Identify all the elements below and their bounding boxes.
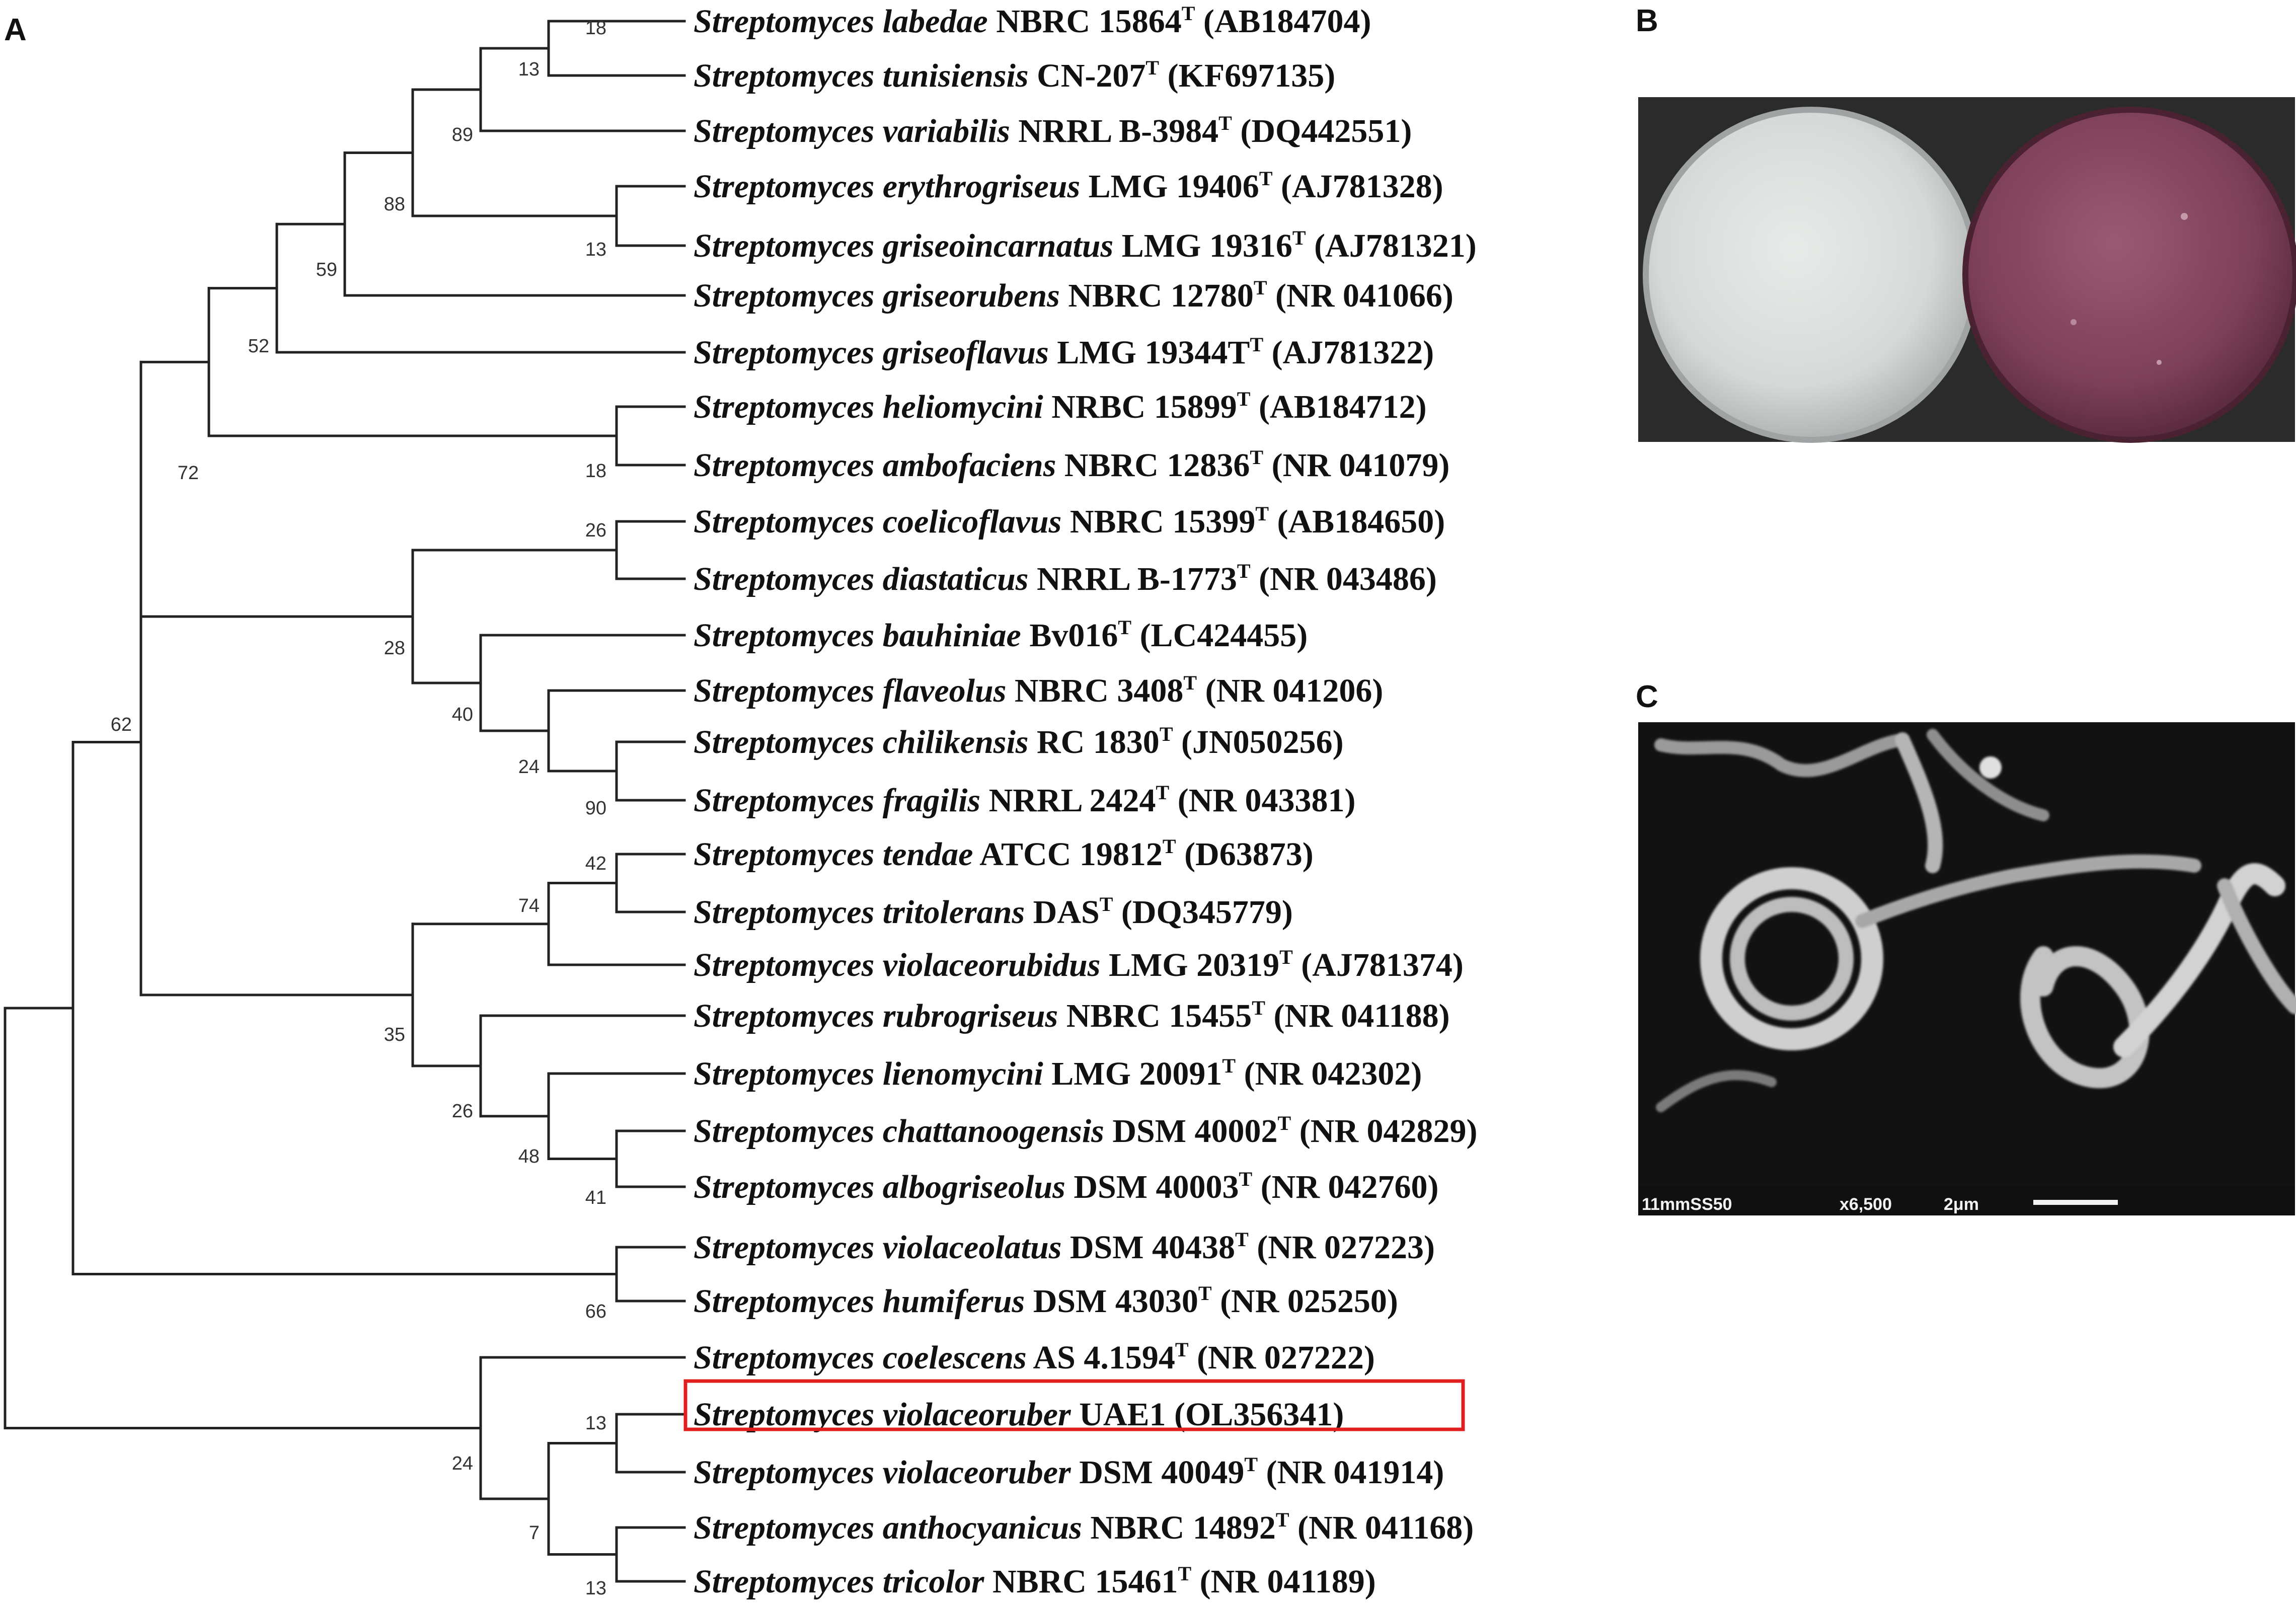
sem-scale-bar <box>2033 1200 2118 1205</box>
taxon-label: Streptomyces erythrogriseus LMG 19406T (… <box>694 167 1443 205</box>
bootstrap-value: 74 <box>518 895 540 916</box>
taxon-label: Streptomyces anthocyanicus NBRC 14892T (… <box>694 1508 1474 1546</box>
spore-coil <box>2020 946 2150 1089</box>
bootstrap-value: 13 <box>585 239 606 260</box>
taxon-label: Streptomyces fragilis NRRL 2424T (NR 043… <box>694 781 1355 819</box>
bootstrap-value: 72 <box>178 463 199 484</box>
taxon-label: Streptomyces humiferus DSM 43030T (NR 02… <box>694 1282 1398 1320</box>
bootstrap-value: 90 <box>585 798 606 819</box>
hypha <box>1895 732 1943 873</box>
sem-scale-text: 2μm <box>1944 1195 1979 1214</box>
bootstrap-value: 42 <box>585 853 606 874</box>
bootstrap-value: 13 <box>518 59 540 80</box>
taxon-label: Streptomyces tricolor NBRC 15461T (NR 04… <box>694 1562 1376 1600</box>
taxon-label: Streptomyces lienomycini LMG 20091T (NR … <box>694 1054 1422 1092</box>
photo-culture-plates <box>1638 97 2296 443</box>
plate-white-colony <box>1649 113 1973 437</box>
bootstrap-value: 26 <box>585 520 606 541</box>
spore <box>1979 756 2002 779</box>
taxon-label: Streptomyces griseorubens NBRC 12780T (N… <box>694 276 1453 314</box>
bootstrap-value: 88 <box>384 194 405 215</box>
bootstrap-values: 18 13 89 13 88 59 52 18 72 26 28 40 24 9… <box>111 18 606 1599</box>
hypha <box>2113 863 2285 1057</box>
taxon-label: Streptomyces ambofaciens NBRC 12836T (NR… <box>694 446 1449 484</box>
bootstrap-value: 18 <box>585 461 606 482</box>
bootstrap-value: 48 <box>518 1146 540 1167</box>
bootstrap-value: 59 <box>316 259 337 280</box>
bootstrap-value: 7 <box>529 1522 540 1544</box>
hypha <box>1927 729 2049 821</box>
taxon-label: Streptomyces coelicoflavus NBRC 15399T (… <box>694 502 1445 540</box>
taxon-label: Streptomyces albogriseolus DSM 40003T (N… <box>694 1168 1438 1205</box>
bootstrap-value: 24 <box>518 756 540 778</box>
spore-coil <box>1730 897 1854 1021</box>
bootstrap-value: 24 <box>452 1453 473 1474</box>
bootstrap-value: 52 <box>248 336 269 357</box>
taxon-label: Streptomyces flaveolus NBRC 3408T (NR 04… <box>694 671 1383 709</box>
taxon-label: Streptomyces violaceoruber UAE1 (OL35634… <box>694 1396 1344 1433</box>
taxon-label: Streptomyces tunisiensis CN-207T (KF6971… <box>694 56 1335 94</box>
bootstrap-value: 26 <box>452 1101 473 1122</box>
taxon-label: Streptomyces bauhiniae Bv016T (LC424455) <box>694 616 1308 654</box>
hypha <box>1656 1070 1777 1112</box>
bootstrap-value: 66 <box>585 1301 606 1322</box>
bootstrap-value: 41 <box>585 1187 606 1208</box>
taxon-labels: Streptomyces labedae NBRC 15864T (AB1847… <box>694 2 1478 1600</box>
taxon-label: Streptomyces chilikensis RC 1830T (JN050… <box>694 723 1344 760</box>
bootstrap-value: 89 <box>452 124 473 145</box>
bootstrap-value: 62 <box>111 714 132 735</box>
bootstrap-value: 18 <box>585 18 606 39</box>
taxon-label: Streptomyces coelescens AS 4.1594T (NR 0… <box>694 1338 1375 1376</box>
spore-coil <box>1700 867 1883 1050</box>
sem-micrograph: 11mmSS50 x6,500 2μm <box>1638 722 2296 1215</box>
sem-label: 11mmSS50 <box>1642 1195 1732 1214</box>
taxon-label: Streptomyces tritolerans DAST (DQ345779) <box>694 893 1293 931</box>
taxon-label: Streptomyces violaceoruber DSM 40049T (N… <box>694 1453 1444 1491</box>
plate-purple-colony <box>1968 113 2292 437</box>
taxon-label: Streptomyces violaceorubidus LMG 20319T … <box>694 946 1464 983</box>
taxon-label: Streptomyces labedae NBRC 15864T (AB1847… <box>694 2 1371 40</box>
taxon-label: Streptomyces griseoflavus LMG 19344TT (A… <box>694 333 1434 371</box>
hypha <box>1855 854 2201 928</box>
plate-speck <box>2157 360 2162 365</box>
plate-speck <box>2071 319 2077 325</box>
sem-hyphae <box>1654 729 2296 1112</box>
taxon-label: Streptomyces violaceolatus DSM 40438T (N… <box>694 1228 1435 1266</box>
panel-label-a: A <box>4 13 27 47</box>
taxon-label: Streptomyces variabilis NRRL B-3984T (DQ… <box>694 112 1412 149</box>
tree-branches <box>4 20 686 1583</box>
bootstrap-value: 13 <box>585 1578 606 1599</box>
hypha <box>2217 878 2296 1014</box>
sem-info-bar <box>1638 1185 2295 1215</box>
panel-label-b: B <box>1636 4 1658 38</box>
bootstrap-value: 13 <box>585 1413 606 1434</box>
bootstrap-value: 35 <box>384 1024 405 1045</box>
taxon-label: Streptomyces tendae ATCC 19812T (D63873) <box>694 835 1314 873</box>
taxon-label: Streptomyces griseoincarnatus LMG 19316T… <box>694 226 1477 264</box>
taxon-label: Streptomyces heliomycini NRBC 15899T (AB… <box>694 388 1427 425</box>
bootstrap-value: 40 <box>452 704 473 725</box>
bootstrap-value: 28 <box>384 638 405 659</box>
taxon-label: Streptomyces diastaticus NRRL B-1773T (N… <box>694 560 1437 597</box>
hypha <box>1654 733 1909 778</box>
plate-speck <box>2181 213 2188 220</box>
taxon-label: Streptomyces chattanoogensis DSM 40002T … <box>694 1112 1478 1150</box>
panel-label-c: C <box>1636 679 1658 714</box>
taxon-label: Streptomyces rubrogriseus NBRC 15455T (N… <box>694 997 1450 1034</box>
sem-magnification: x6,500 <box>1840 1195 1892 1214</box>
highlight-box <box>683 1379 1465 1431</box>
phylogenetic-tree: 18 13 89 13 88 59 52 18 72 26 28 40 24 9… <box>4 2 1478 1600</box>
